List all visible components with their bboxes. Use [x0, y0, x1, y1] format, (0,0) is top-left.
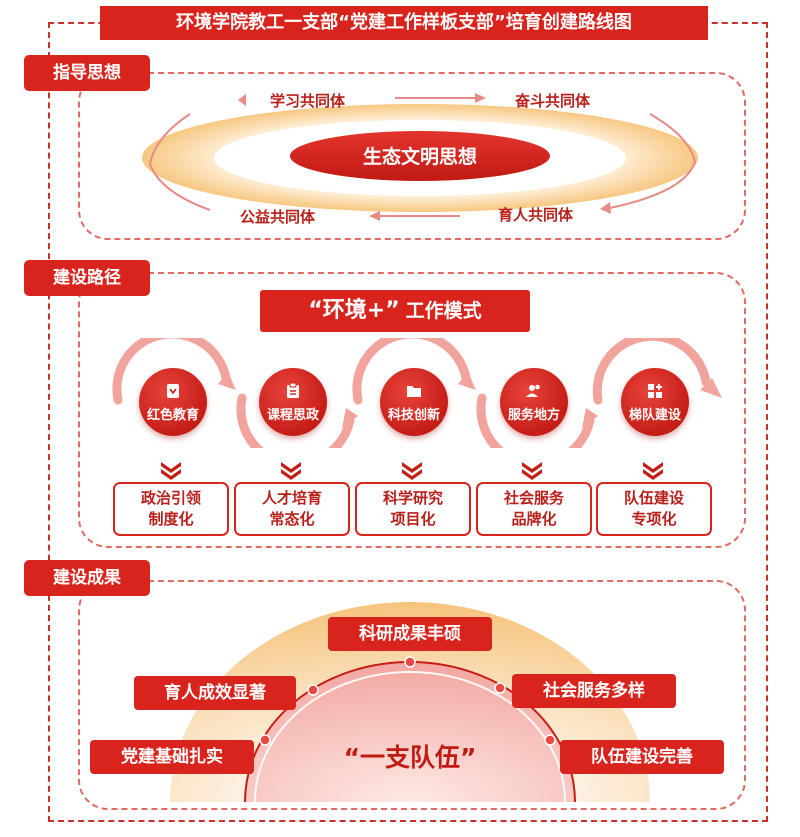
step-label: 课程思政 — [266, 408, 319, 423]
mode-word: 工作模式 — [405, 300, 482, 322]
community-learning: 学习共同体 — [270, 92, 346, 110]
achievement-education: 育人成效显著 — [134, 676, 296, 710]
result-box-team: 队伍建设专项化 — [596, 482, 712, 536]
path-step-echelon-building: 梯队建设 — [607, 354, 699, 446]
guiding-panel — [78, 72, 746, 240]
folder-icon — [407, 386, 421, 397]
result-box-political: 政治引领制度化 — [113, 482, 229, 536]
inner-arch — [245, 662, 575, 802]
path-step-serve-locality: 服务地方 — [486, 354, 578, 446]
chevron-down-icon — [522, 462, 542, 480]
chevron-down-icon — [402, 462, 422, 480]
badge-icon — [167, 384, 179, 398]
chevron-down-icon — [643, 462, 663, 480]
achievement-social-service: 社会服务多样 — [512, 674, 676, 708]
step-label: 红色教育 — [146, 408, 199, 423]
center-red-ellipse — [290, 131, 550, 181]
step-label: 梯队建设 — [628, 408, 681, 423]
achievement-team-building: 队伍建设完善 — [560, 740, 724, 774]
result-box-talent: 人才培育常态化 — [234, 482, 350, 536]
clipboard-icon — [287, 382, 299, 398]
path-panel — [78, 272, 746, 548]
guiding-label: 指导思想 — [24, 55, 150, 91]
mode-banner: “环境+”工作模式 — [260, 290, 530, 332]
path-step-red-education: 红色教育 — [125, 354, 217, 446]
community-education: 育人共同体 — [498, 206, 574, 224]
guiding-center-text: 生态文明思想 — [362, 146, 477, 168]
results-label: 建设成果 — [24, 560, 150, 596]
result-box-social-service: 社会服务品牌化 — [476, 482, 592, 536]
chevron-down-icon — [161, 462, 181, 480]
path-wave-arrows — [112, 338, 722, 448]
community-striving: 奋斗共同体 — [515, 92, 591, 110]
mode-quote: “环境+” — [308, 298, 400, 323]
step-label: 服务地方 — [507, 408, 560, 423]
grid-plus-icon — [648, 384, 662, 398]
guiding-ellipses — [142, 93, 698, 221]
path-label: 建设路径 — [24, 260, 150, 296]
page-title: 环境学院教工一支部“党建工作样板支部”培育创建路线图 — [100, 6, 708, 40]
results-center-text: “一支队伍” — [343, 743, 477, 772]
path-step-course-ideology: 课程思政 — [245, 354, 337, 446]
users-icon — [526, 384, 540, 397]
path-step-tech-innovation: 科技创新 — [366, 354, 458, 446]
chevron-down-icon — [281, 462, 301, 480]
achievement-party-foundation: 党建基础扎实 — [90, 740, 254, 774]
achievement-research: 科研成果丰硕 — [328, 617, 492, 651]
result-box-research: 科学研究项目化 — [355, 482, 471, 536]
community-public-welfare: 公益共同体 — [240, 208, 316, 226]
results-arch — [170, 602, 650, 802]
step-label: 科技创新 — [387, 408, 440, 423]
results-panel — [78, 580, 746, 810]
